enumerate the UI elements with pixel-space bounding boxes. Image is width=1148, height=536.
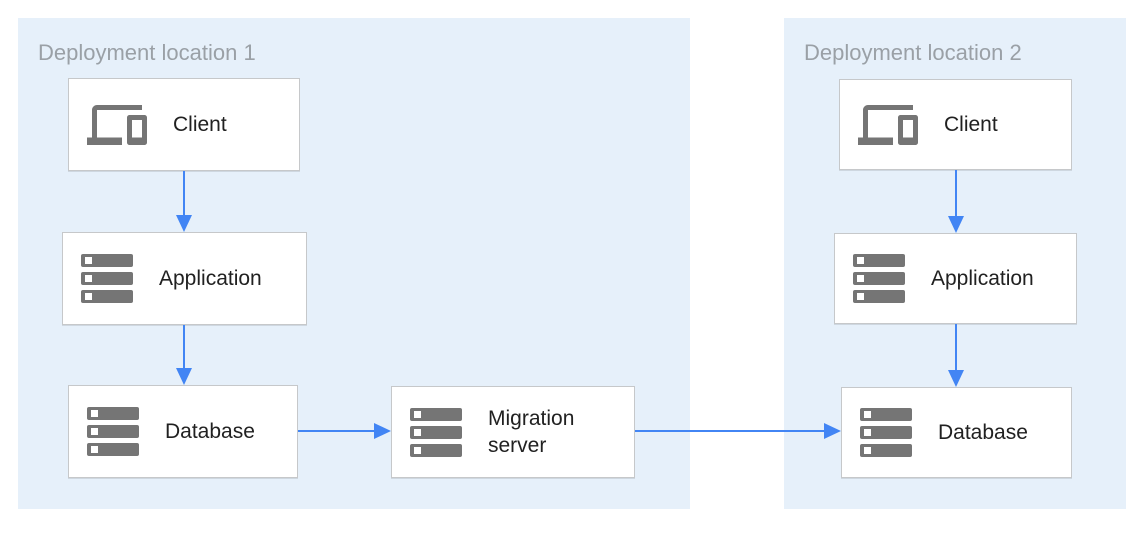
arrow-migration-server-to-database2 [635, 423, 841, 439]
node-label: Database [165, 419, 255, 443]
node-label: Client [944, 112, 998, 136]
devices-icon [87, 95, 147, 155]
arrow-application1-to-database1 [176, 325, 192, 385]
arrow-application2-to-database2 [948, 324, 964, 387]
storage-icon [81, 254, 133, 303]
node-label: Database [938, 420, 1028, 444]
node-label: Migration server [488, 406, 575, 457]
node-client-2: Client [839, 79, 1072, 170]
node-migration-server: Migration server [391, 386, 635, 478]
storage-icon [410, 407, 462, 457]
node-application-2: Application [834, 233, 1077, 324]
node-label: Client [173, 112, 227, 136]
node-label: Application [931, 266, 1034, 290]
node-label: Application [159, 266, 262, 290]
node-application-1: Application [62, 232, 307, 325]
arrow-client2-to-application2 [948, 170, 964, 233]
storage-icon [853, 254, 905, 303]
node-client-1: Client [68, 78, 300, 171]
region-2-label: Deployment location 2 [804, 40, 1022, 65]
arrow-database1-to-migration-server [298, 423, 391, 439]
devices-icon [858, 95, 918, 155]
region-1-label: Deployment location 1 [38, 40, 256, 65]
storage-icon [860, 408, 912, 457]
storage-icon [87, 407, 139, 456]
node-database-1: Database [68, 385, 298, 478]
arrow-client1-to-application1 [176, 171, 192, 232]
node-database-2: Database [841, 387, 1072, 478]
